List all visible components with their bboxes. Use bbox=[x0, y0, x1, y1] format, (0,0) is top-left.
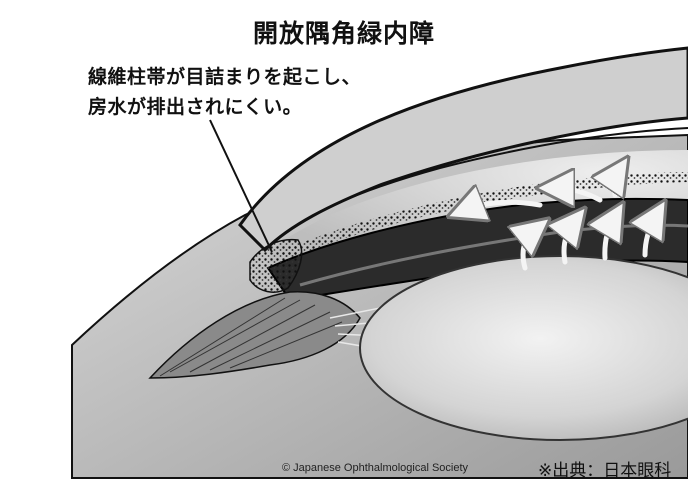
source-credit: ※出典：日本眼科 bbox=[538, 456, 671, 481]
annotation-line-1: 線維柱帯が目詰まりを起こし、 bbox=[88, 62, 361, 92]
annotation-callout: 線維柱帯が目詰まりを起こし、 房水が排出されにくい。 bbox=[88, 62, 361, 122]
copyright-notice: © Japanese Ophthalmological Society bbox=[282, 462, 468, 474]
diagram-title: 開放隅角緑内障 bbox=[0, 14, 688, 50]
annotation-line-2: 房水が排出されにくい。 bbox=[88, 92, 361, 122]
